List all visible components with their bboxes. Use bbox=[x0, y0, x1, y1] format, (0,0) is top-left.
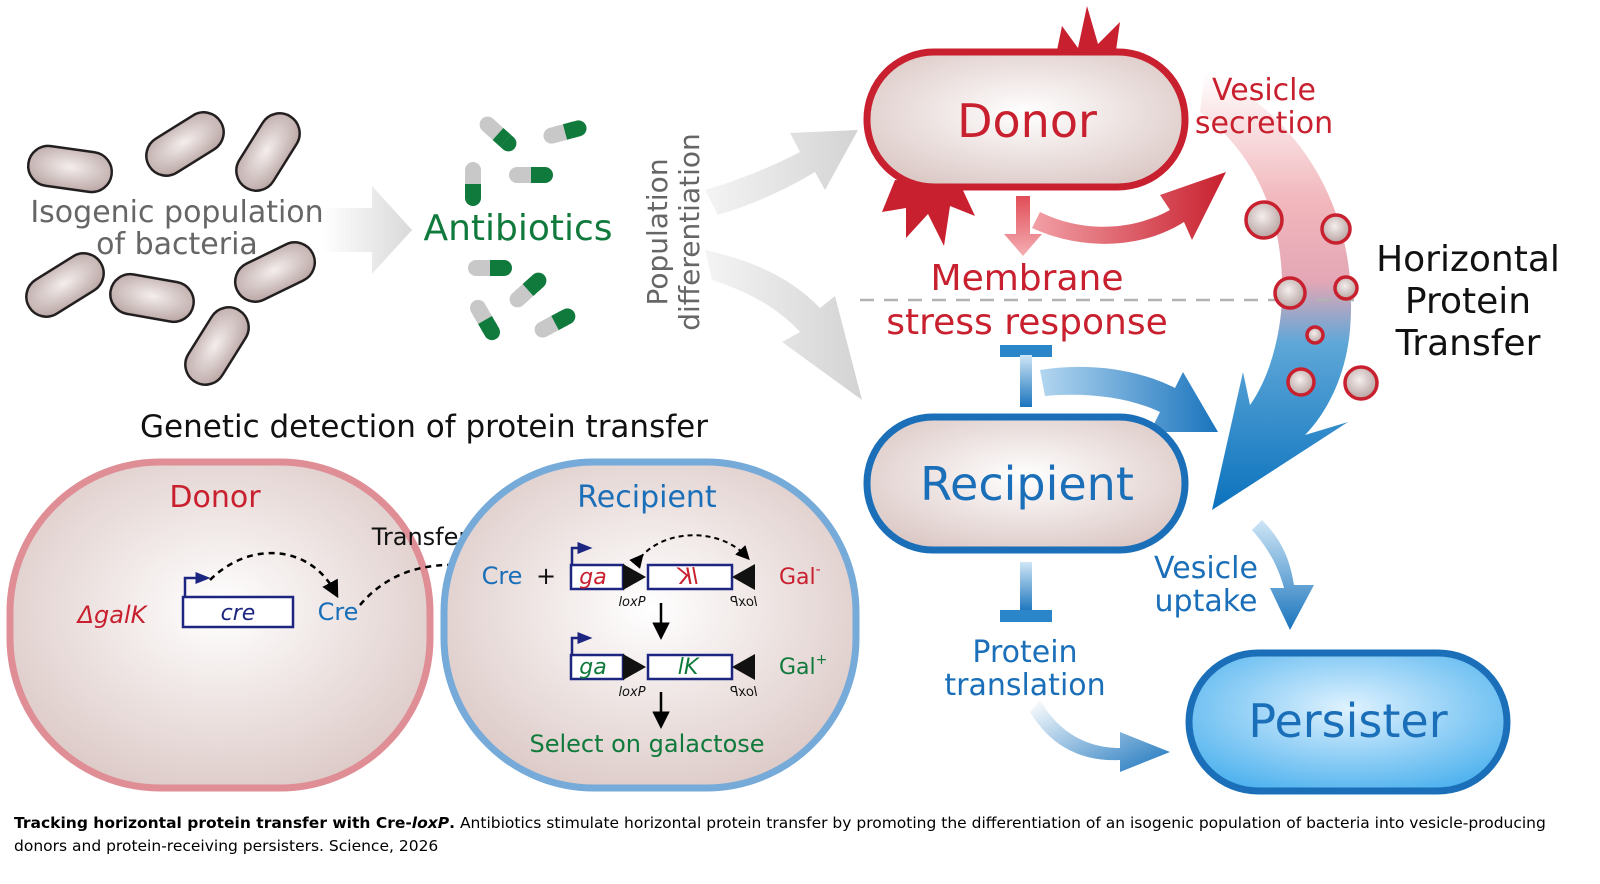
detection-recipient-label: Recipient bbox=[577, 480, 717, 515]
differentiation-label-line2: differentiation bbox=[673, 133, 706, 331]
hpt-label-line1: Horizontal bbox=[1376, 239, 1560, 280]
blue-arrow-to-persister bbox=[1252, 520, 1314, 630]
loxp-left-top: loxP bbox=[618, 595, 645, 610]
cre-gene-label: cre bbox=[221, 601, 256, 626]
vesicle-secretion-line2: secretion bbox=[1195, 106, 1333, 141]
cre-protein-recipient: Cre bbox=[482, 562, 523, 590]
blue-curved-arrow bbox=[1040, 366, 1218, 432]
vesicle-uptake-line1: Vesicle bbox=[1154, 551, 1258, 586]
caption-bold-italic: loxP bbox=[411, 814, 450, 832]
detection-title: Genetic detection of protein transfer bbox=[140, 409, 708, 445]
loxp-right-bottom: loxP bbox=[730, 685, 757, 700]
gray-arrow-to-antibiotics bbox=[322, 186, 412, 274]
donor-spike-top bbox=[1055, 6, 1120, 60]
antibiotics-label: Antibiotics bbox=[423, 208, 612, 249]
protein-translation-line2: translation bbox=[944, 668, 1105, 703]
protein-translation-line1: Protein bbox=[972, 635, 1077, 670]
caption-bold-end: . bbox=[449, 814, 456, 832]
loxp-right-top: loxP bbox=[730, 595, 757, 610]
detection-recipient-cell bbox=[440, 458, 860, 792]
caption-bold-start: Tracking horizontal protein transfer wit… bbox=[14, 814, 412, 832]
lk-top-label: lK bbox=[676, 565, 698, 590]
antibiotic-capsules bbox=[465, 116, 587, 341]
vesicles bbox=[1244, 200, 1379, 401]
plus-sign: + bbox=[536, 562, 556, 590]
delta-galk-label: ΔgalK bbox=[76, 601, 149, 629]
population-label-line1: Isogenic population bbox=[30, 195, 323, 230]
ga-top-label: ga bbox=[579, 565, 606, 590]
red-curved-arrow bbox=[1032, 172, 1226, 244]
construct-top bbox=[569, 534, 755, 591]
membrane-stress-line1: Membrane bbox=[931, 258, 1124, 299]
horizontal-protein-transfer-diagram: Isogenic population of bacteria Antibiot… bbox=[6, 6, 1560, 795]
population-label-line2: of bacteria bbox=[96, 227, 258, 262]
differentiation-label-line1: Population bbox=[641, 158, 674, 305]
bacteria-population bbox=[25, 111, 317, 386]
cre-promoter-icon bbox=[183, 572, 211, 597]
gray-arrow-to-donor bbox=[705, 130, 858, 215]
persister-cell-label: Persister bbox=[1248, 694, 1447, 748]
horizontal-transfer-arrow bbox=[1200, 70, 1352, 510]
detection-donor-label: Donor bbox=[169, 480, 261, 515]
ga-bottom-label: ga bbox=[579, 655, 606, 680]
inhibition-bar-upper bbox=[1000, 345, 1052, 407]
donor-spike-bottom bbox=[882, 180, 975, 246]
transfer-label: Transfer bbox=[371, 523, 469, 551]
vesicle-uptake-line2: uptake bbox=[1155, 584, 1258, 619]
cre-gene-box bbox=[181, 595, 295, 629]
construct-bottom bbox=[569, 632, 755, 681]
lk-bottom-label: lK bbox=[678, 655, 700, 680]
cre-protein-donor: Cre bbox=[318, 598, 359, 626]
caption-text: Antibiotics stimulate horizontal protein… bbox=[14, 814, 1546, 855]
gal-plus-label: Gal+ bbox=[779, 652, 827, 680]
vesicle-secretion-line1: Vesicle bbox=[1212, 73, 1316, 108]
gray-arrow-to-recipient bbox=[705, 250, 862, 400]
hpt-label-line3: Transfer bbox=[1395, 323, 1541, 364]
select-galactose-label: Select on galactose bbox=[529, 730, 764, 758]
donor-cell bbox=[863, 48, 1189, 191]
loxp-left-bottom: loxP bbox=[618, 685, 645, 700]
hpt-label-line2: Protein bbox=[1405, 281, 1531, 322]
inhibition-bar-lower bbox=[1000, 562, 1052, 622]
recipient-cell-label: Recipient bbox=[920, 457, 1134, 511]
gal-minus-label: Gal- bbox=[779, 562, 821, 590]
blue-arrow-to-persister-low bbox=[1030, 700, 1170, 772]
figure-caption: Tracking horizontal protein transfer wit… bbox=[14, 812, 1586, 858]
red-down-arrow bbox=[1004, 196, 1042, 256]
recipient-cell bbox=[863, 413, 1189, 554]
membrane-stress-line2: stress response bbox=[886, 302, 1168, 343]
persister-cell bbox=[1185, 649, 1511, 795]
donor-cell-label: Donor bbox=[957, 94, 1097, 148]
